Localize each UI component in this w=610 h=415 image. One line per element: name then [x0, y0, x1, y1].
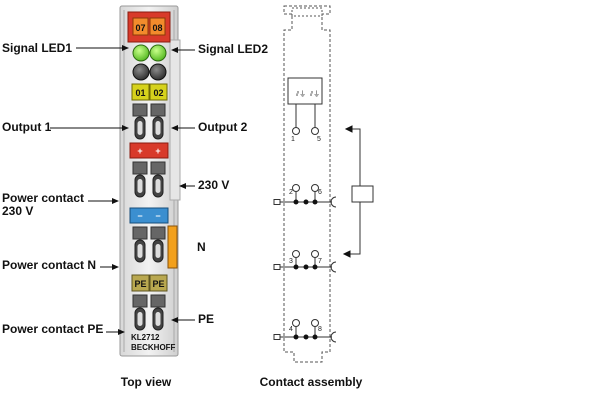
contact-1 [292, 127, 300, 135]
relay-symbol-1: ⫽⏚ [295, 90, 306, 98]
led-label-box-1 [132, 17, 149, 36]
contact-label-8: 8 [318, 326, 322, 333]
terminal-module: 07 08 01 02 + + [119, 5, 181, 357]
label-n: N [197, 240, 206, 254]
plus-block [129, 142, 169, 159]
assembly-top-tab [291, 7, 323, 17]
led-label-box-2 [149, 17, 166, 36]
label-230v: 230 V [198, 178, 229, 192]
signal-led2 [149, 44, 167, 62]
module-body [119, 5, 179, 357]
plus-label-2: + [155, 146, 160, 156]
load-wire-top [346, 128, 361, 186]
terminal-pair-230v [132, 161, 166, 198]
label-pe: PE [198, 312, 214, 326]
module-brand: BECKHOFF [131, 343, 176, 352]
label-signal-led2: Signal LED2 [198, 42, 268, 56]
contact-assembly: ⫽⏚ ⫽⏚ 1 5 2 6 3 7 [273, 5, 374, 363]
load-box [351, 185, 374, 203]
output-label-1: 01 [135, 88, 145, 98]
contact-label-6: 6 [318, 189, 322, 196]
assembly-outline [283, 5, 331, 363]
label-signal-led1: Signal LED1 [2, 41, 72, 55]
led-label-2: 08 [152, 23, 162, 33]
terminal-pair-n [132, 226, 166, 263]
n-side-tab [167, 225, 178, 269]
output-label-box-2 [149, 83, 168, 101]
contact-3 [292, 250, 300, 258]
contact-label-5: 5 [317, 136, 321, 143]
pe-label-2: PE [152, 279, 164, 289]
plus-label-1: + [137, 146, 142, 156]
label-output2: Output 2 [198, 120, 248, 134]
label-output1: Output 1 [2, 120, 52, 134]
contact-7 [311, 250, 319, 258]
contact-label-7: 7 [318, 258, 322, 265]
right-annotations: Signal LED2 Output 2 230 V N PE [171, 42, 268, 326]
caption-contact-assembly: Contact assembly [260, 375, 363, 389]
status-led-1 [132, 63, 150, 81]
contact-5 [311, 127, 319, 135]
left-annotations: Signal LED1 Output 1 Power contact 230 V… [2, 41, 129, 336]
minus-label-1: − [137, 211, 142, 221]
side-grip [169, 39, 181, 201]
label-power-contact-230v-line1: Power contact [2, 191, 84, 205]
output-label-box-1 [131, 83, 150, 101]
output-label-2: 02 [153, 88, 163, 98]
pe-label-1: PE [134, 279, 146, 289]
minus-label-2: − [155, 211, 160, 221]
contact-2 [292, 184, 300, 192]
terminal-pair-outputs [132, 103, 166, 140]
pe-label-box-2 [149, 274, 168, 292]
minus-block [129, 207, 169, 224]
relay-symbol-2: ⫽⏚ [309, 90, 320, 98]
led-label-1: 07 [135, 23, 145, 33]
contact-label-4: 4 [289, 326, 293, 333]
contact-label-1: 1 [291, 136, 295, 143]
pe-label-box-1 [131, 274, 150, 292]
contact-label-2: 2 [289, 189, 293, 196]
relay-box [287, 77, 323, 105]
signal-led1 [132, 44, 150, 62]
load-wire-bottom [346, 202, 361, 255]
label-power-contact-230v-line2: 230 V [2, 204, 33, 218]
terminal-pair-pe [132, 294, 166, 331]
contact-label-3: 3 [289, 258, 293, 265]
label-power-contact-pe: Power contact PE [2, 322, 103, 336]
contact-4 [292, 319, 300, 327]
status-led-2 [149, 63, 167, 81]
label-power-contact-n: Power contact N [2, 258, 96, 272]
module-model: KL2712 [131, 333, 160, 342]
caption-top-view: Top view [121, 375, 172, 389]
